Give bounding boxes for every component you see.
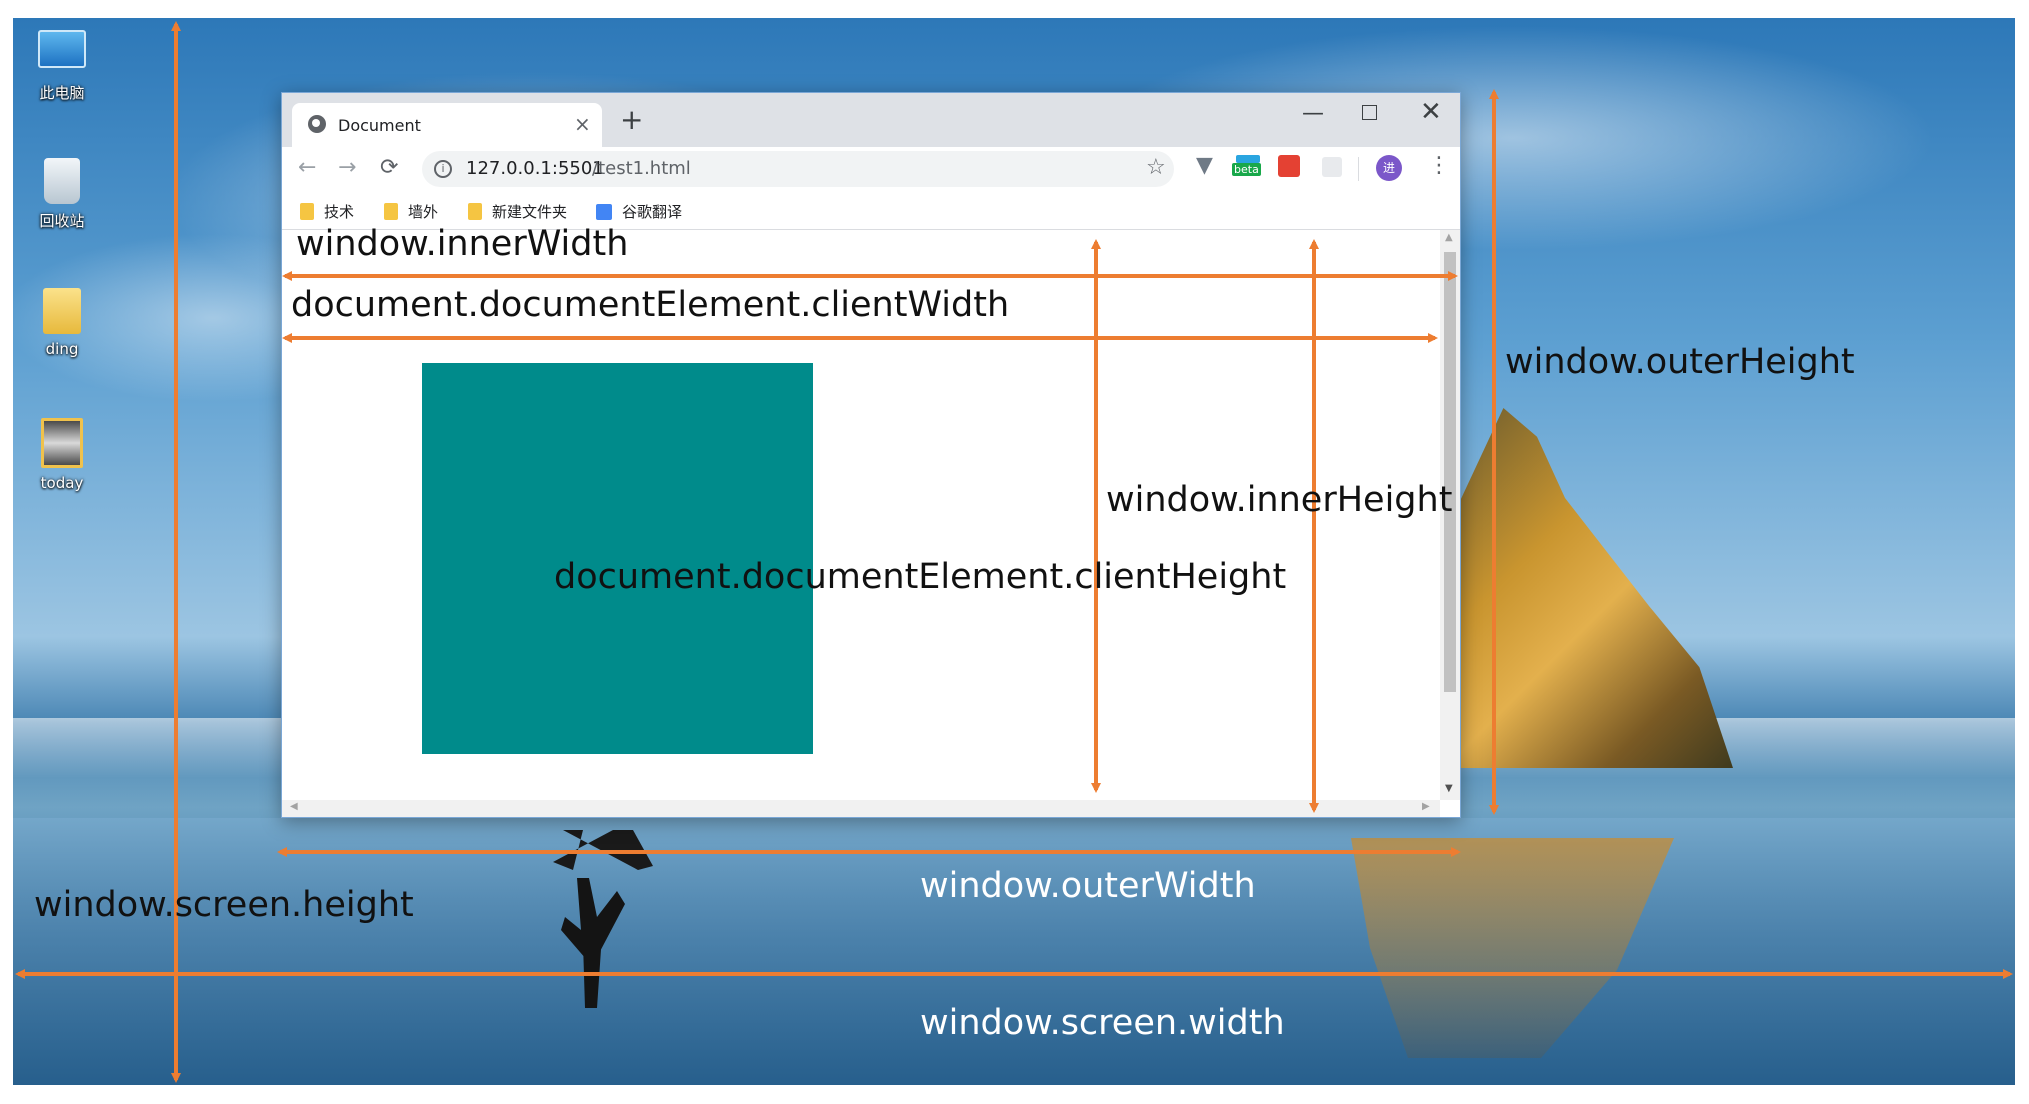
tab-close-icon[interactable]: ×	[574, 112, 591, 136]
desktop-icon-ding[interactable]: ding	[30, 288, 94, 358]
teal-content-box	[422, 363, 813, 754]
vertical-scroll-thumb[interactable]	[1444, 252, 1456, 692]
google-translate-icon	[596, 204, 612, 220]
scroll-up-arrow-icon[interactable]: ▲	[1445, 232, 1453, 243]
bookmark-star-icon[interactable]: ☆	[1146, 155, 1166, 180]
bookmark-folder-tech[interactable]: 技术	[300, 201, 354, 222]
bookmark-label: 谷歌翻译	[622, 203, 683, 221]
bookmark-folder-new[interactable]: 新建文件夹	[468, 201, 567, 222]
globe-icon	[308, 115, 326, 133]
bookmark-label: 新建文件夹	[492, 203, 568, 221]
cliff-rock	[1453, 408, 1733, 768]
info-icon[interactable]: i	[434, 160, 452, 178]
bookmarks-bar: 技术 墙外 新建文件夹 谷歌翻译	[282, 191, 1460, 230]
page-viewport: ▲ ▼ ◀ ▶	[282, 230, 1460, 817]
label-client-width: document.documentElement.clientWidth	[291, 285, 1010, 325]
bookmark-google-translate[interactable]: 谷歌翻译	[596, 201, 682, 222]
shortcut-icon	[41, 418, 83, 468]
desktop-icon-label: today	[40, 474, 84, 492]
minimize-button[interactable]: —	[1302, 101, 1324, 126]
computer-icon	[38, 30, 86, 68]
label-inner-height: window.innerHeight	[1106, 480, 1453, 520]
beach	[13, 818, 2015, 1085]
url-host: 127.0.0.1:5501	[466, 158, 604, 179]
new-tab-button[interactable]: +	[620, 103, 644, 136]
url-path: /test1.html	[592, 158, 691, 179]
bookmark-label: 墙外	[408, 203, 439, 221]
desktop-icon-today[interactable]: today	[30, 418, 94, 492]
tab-document[interactable]: Document ×	[292, 103, 602, 147]
forward-arrow-icon[interactable]: →	[338, 155, 357, 180]
label-screen-width: window.screen.width	[920, 1003, 1285, 1043]
label-screen-height: window.screen.height	[34, 885, 414, 925]
scroll-down-arrow-icon[interactable]: ▼	[1445, 783, 1453, 794]
label-outer-width: window.outerWidth	[920, 866, 1256, 906]
maximize-button[interactable]	[1362, 105, 1377, 120]
address-bar[interactable]: i 127.0.0.1:5501 /test1.html ☆	[422, 151, 1174, 187]
bookmark-label: 技术	[324, 203, 355, 221]
grey-extension-icon[interactable]	[1322, 157, 1342, 177]
label-client-height: document.documentElement.clientHeight	[554, 557, 1287, 597]
beta-extension-badge: beta	[1232, 163, 1261, 176]
browser-window: Document × + — ✕ ← → ⟳ i 127.0.0.1:5501 …	[281, 92, 1461, 818]
scroll-right-arrow-icon[interactable]: ▶	[1422, 801, 1430, 812]
beta-extension-icon[interactable]	[1236, 155, 1260, 163]
desktop-icon-label: 此电脑	[39, 84, 85, 102]
bookmark-folder-outside[interactable]: 墙外	[384, 201, 438, 222]
desktop-icon-label: ding	[45, 340, 79, 358]
vertical-scrollbar[interactable]: ▲ ▼	[1440, 230, 1460, 800]
tab-title: Document	[338, 116, 421, 135]
browser-toolbar: ← → ⟳ i 127.0.0.1:5501 /test1.html ☆ ▼ b…	[282, 147, 1460, 191]
toolbar-divider	[1358, 157, 1359, 181]
folder-icon	[300, 203, 314, 220]
recycle-bin-icon	[44, 158, 80, 204]
vue-devtools-icon[interactable]: ▼	[1196, 153, 1213, 178]
close-window-button[interactable]: ✕	[1420, 97, 1442, 127]
kebab-menu-icon[interactable]: ⋮	[1428, 153, 1450, 178]
tab-strip: Document × + — ✕	[282, 93, 1460, 147]
folder-icon	[468, 203, 482, 220]
profile-avatar[interactable]: 进	[1376, 155, 1402, 181]
todoist-extension-icon[interactable]	[1278, 155, 1300, 177]
folder-icon	[384, 203, 398, 220]
desktop-icon-recycle-bin[interactable]: 回收站	[30, 158, 94, 231]
label-outer-height: window.outerHeight	[1505, 342, 1855, 382]
horizontal-scrollbar[interactable]: ◀ ▶	[282, 800, 1440, 817]
folder-icon	[43, 288, 81, 334]
scroll-left-arrow-icon[interactable]: ◀	[290, 801, 298, 812]
reload-icon[interactable]: ⟳	[380, 155, 399, 180]
back-arrow-icon[interactable]: ←	[298, 155, 317, 180]
desktop-icon-this-pc[interactable]: 此电脑	[30, 30, 94, 103]
desktop-icon-label: 回收站	[39, 212, 85, 230]
label-inner-width: window.innerWidth	[296, 224, 629, 264]
